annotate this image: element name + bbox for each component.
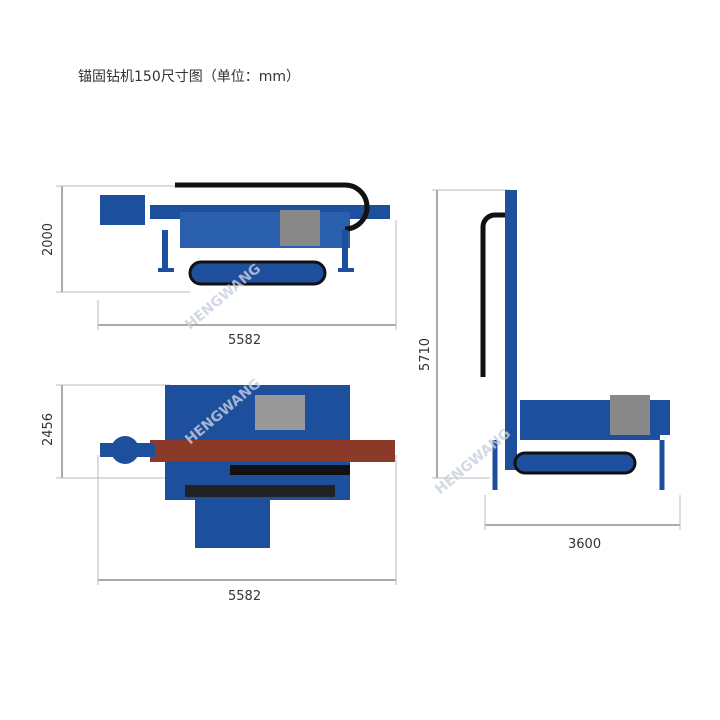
top-length-label: 5582 (228, 589, 262, 604)
dimension-lines (56, 185, 681, 585)
front-view-machine (480, 190, 670, 490)
side-height-label: 2000 (41, 222, 57, 257)
side-length-label: 5582 (228, 333, 262, 348)
top-width-label: 2456 (41, 412, 57, 447)
top-view-machine (100, 385, 395, 548)
front-width-label: 3600 (568, 537, 602, 552)
side-view-machine (100, 182, 390, 286)
front-height-label: 5710 (418, 337, 434, 372)
svg-text:HENGWANG: HENGWANG (432, 426, 514, 498)
drawing-title: 锚固钻机150尺寸图（单位：mm） (78, 69, 300, 85)
